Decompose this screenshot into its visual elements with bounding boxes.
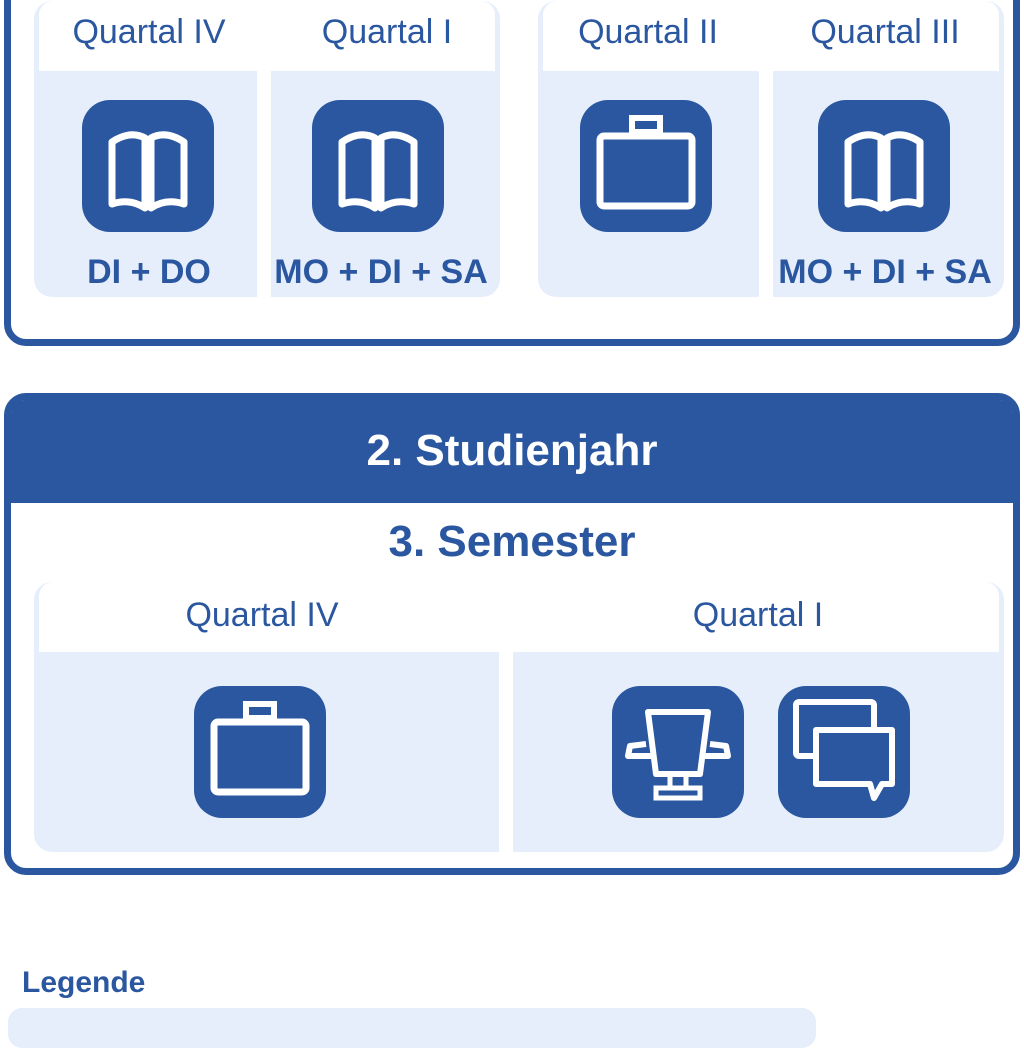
- book-icon: [818, 100, 950, 232]
- semester-3-block: Quartal IV Quartal I: [34, 582, 1004, 852]
- trophy-icon: [612, 686, 744, 818]
- quarter-label: Quartal IV: [72, 13, 226, 51]
- year-header-bar: [11, 400, 1013, 503]
- book-icon: [82, 100, 214, 232]
- weekday-label: MO + DI + SA: [778, 253, 992, 291]
- semester-3-header: [39, 582, 999, 652]
- briefcase-icon: [580, 100, 712, 232]
- book-icon: [312, 100, 444, 232]
- chat-bubbles-icon: [778, 686, 910, 818]
- semester-title: 3. Semester: [388, 517, 636, 566]
- semester-1-block: Quartal IV Quartal I DI + DO MO + DI + S…: [34, 1, 500, 297]
- briefcase-icon: [194, 686, 326, 818]
- quarter-divider: [257, 71, 271, 297]
- semester-2-block: Quartal II Quartal III MO + DI + SA: [538, 1, 1004, 297]
- weekday-label: MO + DI + SA: [274, 253, 488, 291]
- legend-panel: [8, 1008, 816, 1048]
- quarter-label: Quartal II: [578, 13, 718, 51]
- semester-2-header: [543, 1, 999, 71]
- year-2-frame: 2. Studienjahr 3. Semester Quartal IV Qu…: [4, 393, 1020, 875]
- quarter-divider: [759, 71, 773, 297]
- quarter-label: Quartal III: [810, 13, 960, 51]
- year-1-frame: Quartal IV Quartal I DI + DO MO + DI + S…: [4, 0, 1020, 346]
- weekday-label: DI + DO: [87, 253, 211, 291]
- semester-1-header: [39, 1, 495, 71]
- legend-title: Legende: [22, 966, 146, 999]
- quarter-label: Quartal I: [321, 13, 453, 51]
- quarter-divider: [499, 652, 513, 852]
- quarter-label: Quartal IV: [185, 596, 339, 634]
- year-title: 2. Studienjahr: [366, 426, 658, 475]
- quarter-label: Quartal I: [692, 596, 824, 634]
